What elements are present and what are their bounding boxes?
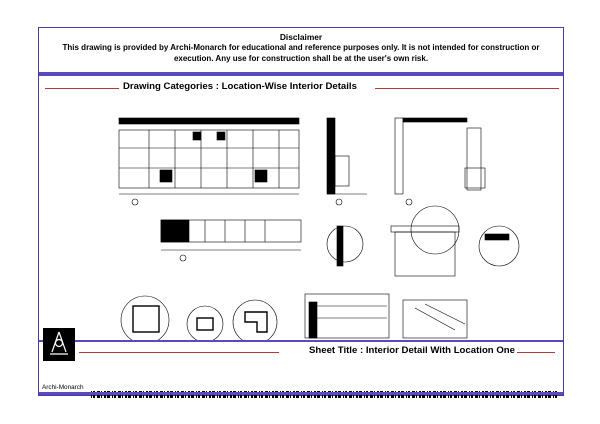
detail-4-drawing	[120, 295, 170, 345]
disclaimer-text: This drawing is provided by Archi-Monarc…	[62, 43, 540, 63]
detail-1-drawing	[326, 225, 364, 267]
detail-7-drawing	[304, 293, 390, 339]
elevation-drawing	[118, 117, 300, 206]
plan-drawing	[160, 219, 302, 262]
section-cc-drawing	[394, 117, 486, 206]
drawing-categories-label: Drawing Categories : Location-Wise Inter…	[121, 81, 359, 92]
detail-2-drawing	[390, 205, 460, 277]
detail-5-drawing	[186, 305, 224, 343]
detail-8-drawing	[402, 299, 468, 339]
left-rule	[45, 88, 119, 89]
logo-mark-icon	[50, 331, 68, 355]
brand-name: Archi-Monarch	[42, 384, 84, 391]
disclaimer-title: Disclaimer	[279, 32, 323, 42]
drawing-area	[105, 108, 525, 345]
barcode-strip	[91, 385, 557, 398]
detail-6-drawing	[232, 299, 278, 345]
sheet-title-row: Sheet Title : Interior Detail With Locat…	[39, 345, 563, 359]
detail-3-drawing	[478, 225, 520, 267]
header-band	[39, 72, 563, 76]
sheet-right-rule	[511, 352, 555, 353]
drawing-sheet: Disclaimer This drawing is provided by A…	[38, 27, 564, 398]
drawing-categories-row: Drawing Categories : Location-Wise Inter…	[39, 81, 563, 95]
disclaimer-block: Disclaimer This drawing is provided by A…	[39, 28, 563, 72]
sheet-left-rule	[79, 352, 279, 353]
footer-band	[39, 340, 563, 342]
archi-monarch-logo	[43, 328, 75, 361]
section-bb-drawing	[326, 117, 367, 206]
right-rule	[375, 88, 559, 89]
drawing-details-svg	[118, 117, 520, 345]
bottom-band	[39, 392, 563, 395]
sheet-title-label: Sheet Title : Interior Detail With Locat…	[306, 345, 517, 356]
